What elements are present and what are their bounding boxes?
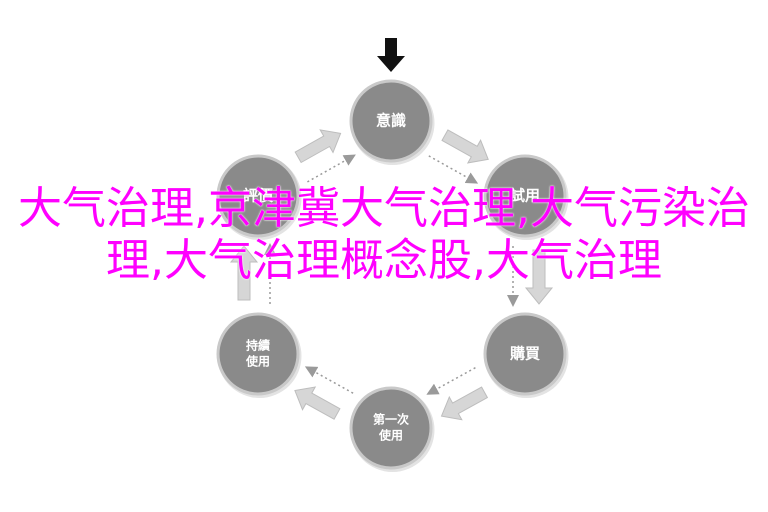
dashed-arrow-icon [428, 155, 479, 184]
node-label: 使用 [245, 354, 270, 369]
cycle-arrow-icon [294, 129, 342, 164]
node-label: 評價 [243, 187, 274, 205]
cycle-arrow-icon [294, 386, 341, 420]
entry-arrow-icon [377, 38, 405, 72]
node-label: 第一次 [373, 412, 409, 427]
dashed-arrow-icon [426, 367, 476, 395]
node-evaluation: 評價 [216, 154, 302, 240]
dashed-arrow-icon [307, 154, 356, 183]
cycle-arrow-icon [441, 129, 489, 164]
node-label: 試用 [510, 187, 540, 205]
cycle-arrow-icon [229, 245, 259, 301]
overlay-title-text: 大气治理,京津冀大气治理,大气污染治理,大气治理概念股,大气治理 [18, 183, 750, 286]
cycle-arrow-icon [524, 249, 554, 305]
node-label: 購買 [509, 345, 540, 363]
node-label: 持續 [246, 338, 270, 353]
dashed-arrow-icon [304, 366, 354, 394]
node-purchase: 購買 [483, 312, 569, 398]
node-label: 使用 [378, 428, 403, 443]
node-label: 意識 [376, 112, 406, 130]
node-awareness: 意識 [349, 79, 435, 165]
cycle-arrow-icon [440, 386, 489, 421]
node-trial: 試用 [483, 154, 569, 240]
